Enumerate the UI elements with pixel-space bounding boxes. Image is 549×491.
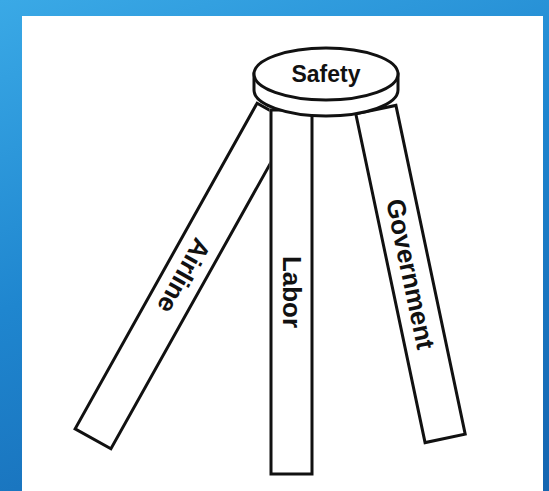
stool-leg: Airline xyxy=(73,101,295,451)
node-label: Safety xyxy=(291,63,360,86)
node-label: Airline xyxy=(152,234,214,317)
stool-leg: Labor xyxy=(269,108,313,475)
stool-seat: Safety xyxy=(250,44,402,126)
stool-leg: Government xyxy=(354,104,467,445)
node-label: Labor xyxy=(278,255,304,327)
seat-top xyxy=(254,48,398,100)
node-label: Government xyxy=(381,196,438,351)
